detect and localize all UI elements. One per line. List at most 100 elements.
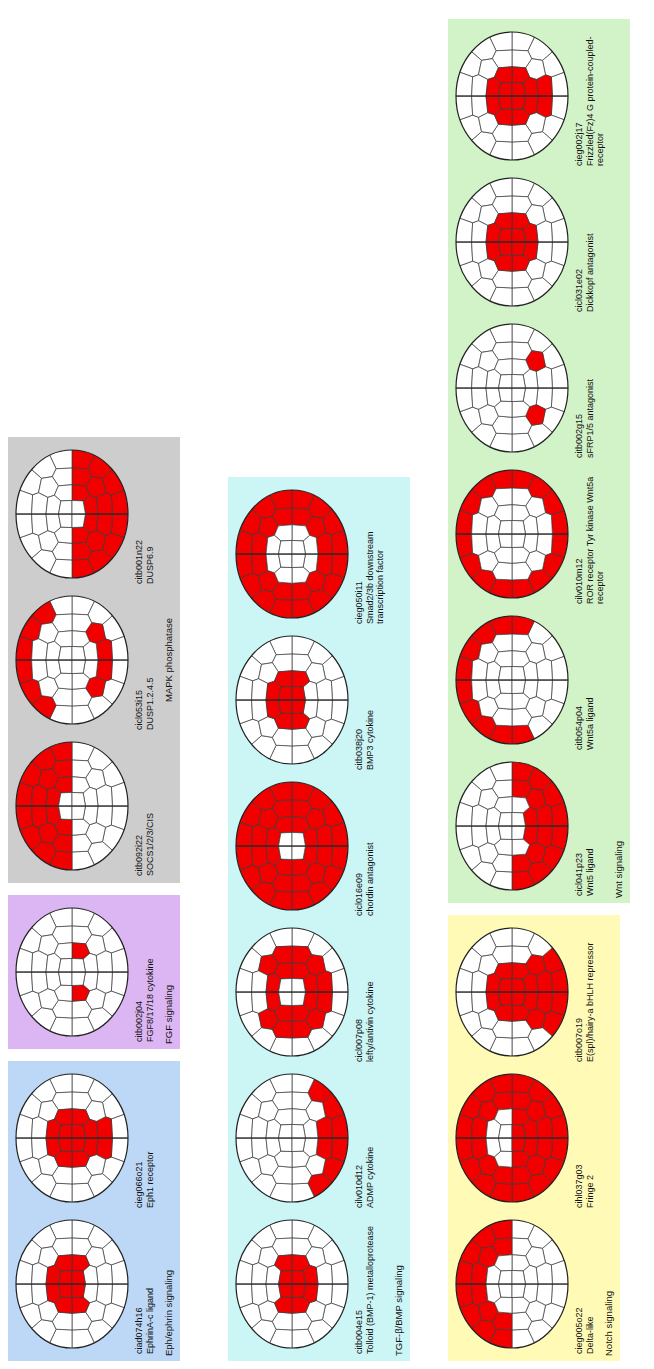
- embryo-cell: [72, 1124, 85, 1138]
- embryo-cell: [512, 342, 532, 360]
- caption-block: cicl031e02Dickkopf antagonist: [574, 172, 595, 312]
- embryo-cell: [72, 485, 90, 501]
- caption-block: citb054p04Wnt5a ligand: [574, 610, 595, 750]
- embryo-card: cieg066o21Eph1 receptor: [12, 1065, 159, 1211]
- midline: [16, 1283, 128, 1284]
- embryo-outline: [456, 616, 568, 744]
- embryo-cell: [46, 806, 61, 825]
- gene-annotation: ADMP cytokine: [365, 1068, 376, 1208]
- caption-holder: cicl053i15DUSP1.2.4.5: [134, 587, 157, 733]
- embryo-cell: [528, 1174, 570, 1204]
- embryo-cell: [72, 819, 90, 835]
- embryo-cell: [59, 1270, 72, 1284]
- embryo-card: citb054p04Wnt5a ligand: [452, 607, 599, 753]
- embryo-outline: [456, 32, 568, 160]
- embryo-diagram: [452, 1065, 572, 1211]
- caption-holder: citb054p04Wnt5a ligand: [574, 607, 597, 753]
- label-holder: Notch signaling: [603, 915, 616, 1361]
- embryo-card: cieg005o22Delta-like: [452, 1211, 599, 1357]
- gene-annotation: ROR receptor Tyr kinase Wnt5a receptor: [585, 464, 606, 604]
- cell-group: [234, 1072, 350, 1204]
- embryo-cell: [528, 570, 570, 600]
- embryo-cell: [292, 1297, 310, 1313]
- embryo-cell: [486, 369, 501, 388]
- caption-block: cicl041p23Wnt5 ligand: [574, 756, 595, 896]
- embryo-cell: [46, 1265, 61, 1284]
- embryo-cell: [499, 388, 512, 402]
- embryo-cell: [512, 839, 530, 855]
- panel-label: FGF signaling: [163, 900, 174, 1044]
- caption-block: citb007o19E(spl)/hairy-a bHLH repressor: [574, 922, 595, 1062]
- clone-id: citb054p04: [574, 610, 585, 750]
- embryo-cell: [512, 67, 530, 83]
- embryo-cell: [292, 978, 305, 992]
- embryo-diagram: [232, 481, 352, 627]
- embryo-outline: [456, 1220, 568, 1348]
- embryo-cell: [472, 534, 488, 555]
- embryo-cell: [292, 540, 305, 554]
- embryo-cell: [499, 228, 512, 242]
- caption-block: cieg005o22Delta-like: [574, 1214, 595, 1354]
- embryo-cell: [292, 1238, 312, 1256]
- embryo-diagram: [452, 607, 572, 753]
- embryo-cell: [88, 906, 130, 936]
- embryo-cell: [528, 614, 570, 644]
- embryo-cell: [72, 1138, 85, 1152]
- embryo-cell: [266, 1265, 281, 1284]
- cell-group: [454, 30, 570, 162]
- embryo-cell: [46, 1284, 61, 1303]
- embryo-cell: [472, 367, 488, 388]
- caption-block: citb092i22SOCS1/2/3/CIS: [134, 736, 155, 876]
- midline: [236, 553, 348, 554]
- embryo-outline: [456, 470, 568, 598]
- label-holder: Eph/ephrin signaling: [163, 1061, 176, 1361]
- gene-annotation: SOCS1/2/3/CIS: [145, 736, 156, 876]
- embryo-cell: [512, 634, 532, 652]
- midline: [456, 679, 568, 680]
- caption-holder: cilv010d12ADMP cytokine: [354, 1065, 377, 1211]
- midline: [16, 1137, 128, 1138]
- gene-annotation: Smad2/3b downstream transcription factor: [365, 484, 386, 624]
- embryo-cell: [472, 1117, 488, 1138]
- embryo-cell: [512, 50, 532, 68]
- gene-annotation: Wnt5 ligand: [585, 756, 596, 896]
- embryo-outline: [16, 596, 128, 724]
- embryo-cell: [266, 992, 281, 1011]
- cell-group: [454, 614, 570, 746]
- embryo-diagram: [232, 919, 352, 1065]
- gene-annotation: Wnt5a ligand: [585, 610, 596, 750]
- embryo-outline: [456, 324, 568, 452]
- embryo-cell: [472, 826, 488, 847]
- embryo-cell: [252, 533, 268, 554]
- embryo-cell: [512, 826, 525, 840]
- embryo-cell: [499, 534, 512, 548]
- embryo-cell: [88, 1320, 130, 1350]
- embryo-cell: [88, 594, 130, 624]
- embryo-cell: [512, 520, 525, 534]
- embryo-cell: [279, 700, 292, 714]
- embryo-cell: [512, 213, 530, 229]
- embryo-cell: [46, 972, 61, 991]
- embryo-cell: [486, 223, 501, 242]
- clone-id: cicl007p08: [354, 922, 365, 1062]
- embryo-cell: [499, 1138, 512, 1152]
- embryo-cell: [252, 1117, 268, 1138]
- embryo-cell: [72, 500, 85, 514]
- embryo-cell: [512, 1312, 532, 1330]
- gene-annotation: DUSP1.2.4.5: [145, 590, 156, 730]
- embryo-diagram: [452, 753, 572, 899]
- embryo-cell: [512, 780, 532, 798]
- embryo-cell: [486, 1119, 501, 1138]
- signaling-panel: citb002j04FGF8/17/18 cytokineFGF signali…: [8, 895, 180, 1049]
- embryo-cell: [486, 515, 501, 534]
- embryo-cell: [528, 926, 570, 956]
- embryo-cell: [472, 96, 488, 117]
- cell-group: [14, 448, 130, 580]
- embryo-outline: [456, 1074, 568, 1202]
- embryo-cell: [46, 1138, 61, 1157]
- embryo-cell: [32, 1117, 48, 1138]
- caption-block: cilv010d12ADMP cytokine: [354, 1068, 375, 1208]
- embryo-card: citb007o19E(spl)/hairy-a bHLH repressor: [452, 919, 599, 1065]
- caption-holder: citb038j20BMP3 cytokine: [354, 627, 377, 773]
